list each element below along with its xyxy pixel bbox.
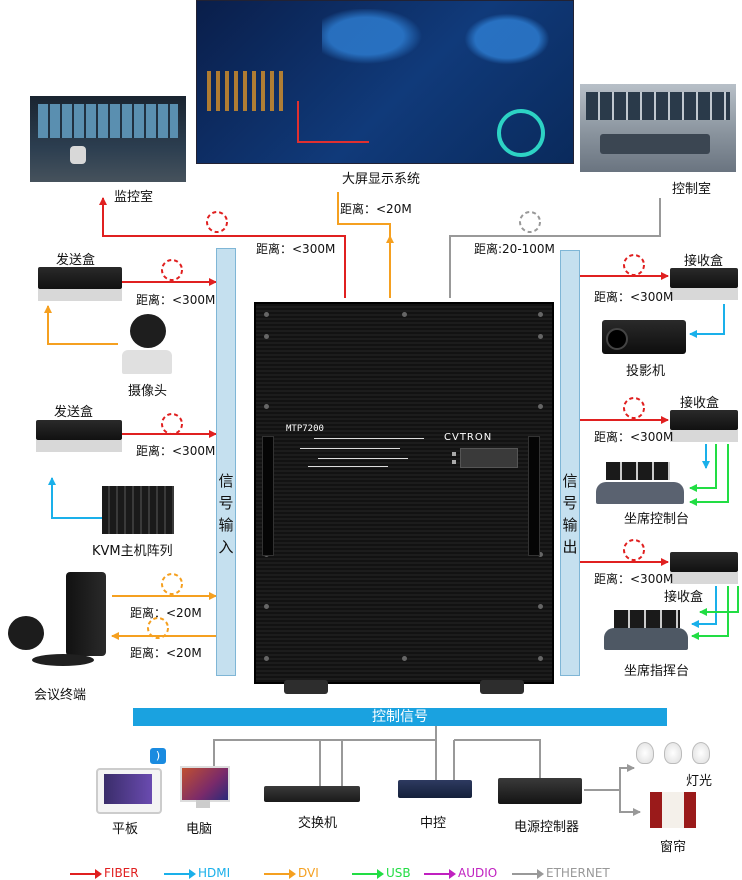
control-room-distance: 距离:20-100M xyxy=(474,242,555,256)
legend-item-hdmi: HDMI xyxy=(164,866,230,880)
signal-output-label: 信号输出 xyxy=(562,472,578,556)
wifi-icon: ) xyxy=(150,748,166,764)
legend-label: HDMI xyxy=(198,866,231,880)
power-label: 电源控制器 xyxy=(514,820,580,835)
legend-item-dvi: DVI xyxy=(264,866,319,880)
kvm-label: KVM主机阵列 xyxy=(92,544,173,559)
sender2-distance: 距离：<300M xyxy=(136,444,216,458)
sender1-label: 发送盒 xyxy=(56,253,96,268)
light-label: 灯光 xyxy=(686,774,713,789)
fiber-line-monitor xyxy=(99,197,346,298)
big-screen-distance: 距离：<20M xyxy=(340,202,412,216)
conference-label: 会议终端 xyxy=(34,688,87,703)
receiver2-device xyxy=(670,410,738,442)
signal-input-label: 信号输入 xyxy=(218,472,234,556)
matrix-foot-right xyxy=(480,680,524,694)
big-screen-image xyxy=(196,0,574,164)
projector-image xyxy=(602,320,686,354)
receiver1-distance: 距离：<300M xyxy=(594,290,674,304)
legend-swatch xyxy=(424,868,456,879)
legend-swatch xyxy=(352,868,384,879)
tablet-label: 平板 xyxy=(112,822,139,837)
tablet-image xyxy=(96,768,162,814)
pc-label: 电脑 xyxy=(186,822,213,837)
legend-item-audio: AUDIO xyxy=(424,866,497,880)
console-label: 坐席控制台 xyxy=(624,512,690,527)
command-desk-label: 坐席指挥台 xyxy=(624,664,690,679)
monitor-room-distance: 距离：<300M xyxy=(256,242,336,256)
projector-label: 投影机 xyxy=(626,364,666,379)
receiver2-distance: 距离：<300M xyxy=(594,430,674,444)
legend-swatch xyxy=(512,868,544,879)
monitor-room-image xyxy=(30,96,186,182)
camera-image xyxy=(116,314,178,376)
sender2-label: 发送盒 xyxy=(54,405,94,420)
kvm-image xyxy=(102,486,174,534)
receiver1-device xyxy=(670,268,738,300)
switch-device xyxy=(264,786,360,802)
camera-label: 摄像头 xyxy=(128,384,168,399)
receiver2-label: 接收盒 xyxy=(680,396,720,411)
legend-swatch xyxy=(264,868,296,879)
monitor-room-label: 监控室 xyxy=(114,190,154,205)
power-device xyxy=(498,778,582,804)
control-room-image xyxy=(580,84,736,172)
legend-swatch xyxy=(70,868,102,879)
conf-distance1: 距离：<20M xyxy=(130,606,202,620)
curtain-image xyxy=(650,792,696,828)
conference-image xyxy=(4,570,116,676)
control-signal-bar: 控制信号 xyxy=(133,708,667,726)
sender1-device xyxy=(38,267,122,301)
sender1-distance: 距离：<300M xyxy=(136,293,216,307)
legend-item-fiber: FIBER xyxy=(70,866,139,880)
matrix-display xyxy=(460,448,518,468)
signal-output-bar xyxy=(560,250,580,676)
central-label: 中控 xyxy=(420,816,447,831)
command-desk-image xyxy=(604,604,690,654)
console-image xyxy=(596,452,686,508)
matrix-model: MTP7200 xyxy=(286,424,324,434)
legend-label: FIBER xyxy=(104,866,139,880)
legend-label: AUDIO xyxy=(458,866,498,880)
sender2-device xyxy=(36,420,122,452)
matrix-brand: CVTRON xyxy=(444,432,493,443)
legend-item-ethernet: ETHERNET xyxy=(512,866,610,880)
receiver3-label: 接收盒 xyxy=(664,590,704,605)
receiver3-distance: 距离：<300M xyxy=(594,572,674,586)
control-room-label: 控制室 xyxy=(672,182,712,197)
pc-image xyxy=(180,766,230,810)
legend-label: USB xyxy=(386,866,411,880)
matrix-switcher: MTP7200 CVTRON xyxy=(254,302,554,684)
central-device xyxy=(398,780,472,798)
switch-label: 交换机 xyxy=(298,816,338,831)
light-image xyxy=(636,742,710,766)
legend-item-usb: USB xyxy=(352,866,411,880)
legend-swatch xyxy=(164,868,196,879)
conf-distance2: 距离：<20M xyxy=(130,646,202,660)
legend-label: DVI xyxy=(298,866,319,880)
curtain-label: 窗帘 xyxy=(660,840,687,855)
signal-input-bar xyxy=(216,248,236,676)
receiver3-device xyxy=(670,552,738,584)
receiver1-label: 接收盒 xyxy=(684,254,724,269)
legend-label: ETHERNET xyxy=(546,866,610,880)
matrix-foot-left xyxy=(284,680,328,694)
big-screen-label: 大屏显示系统 xyxy=(342,172,421,187)
